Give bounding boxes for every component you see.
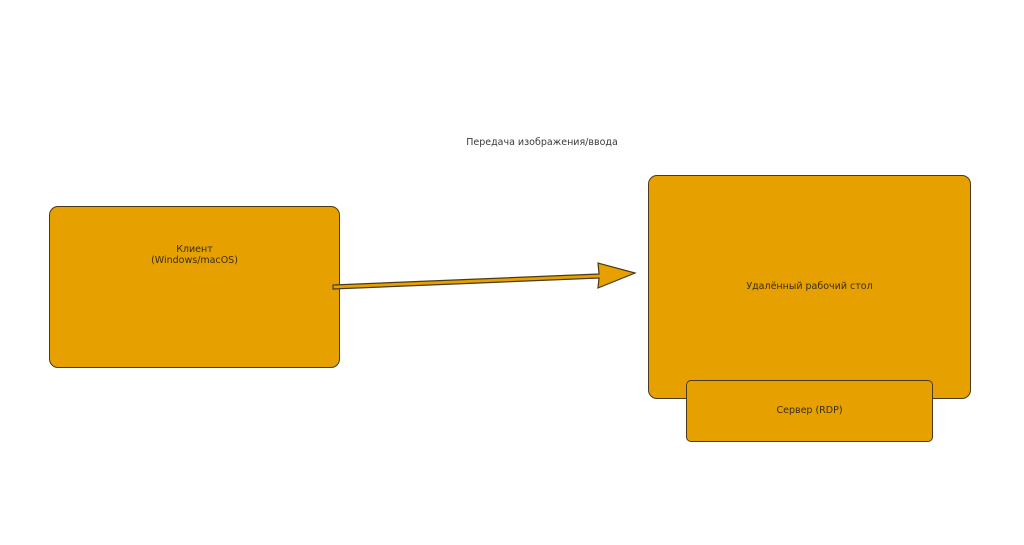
client-node: Клиент (Windows/macOS) [49, 206, 340, 368]
remote-desktop-node-label: Удалённый рабочий стол [746, 281, 873, 293]
server-node: Сервер (RDP) [686, 380, 933, 442]
edge-label: Передача изображения/ввода [466, 137, 618, 148]
server-node-label: Сервер (RDP) [776, 405, 843, 417]
remote-desktop-node: Удалённый рабочий стол [648, 175, 971, 399]
client-node-label: Клиент (Windows/macOS) [151, 244, 238, 267]
edge-arrow-shape [332, 262, 637, 290]
